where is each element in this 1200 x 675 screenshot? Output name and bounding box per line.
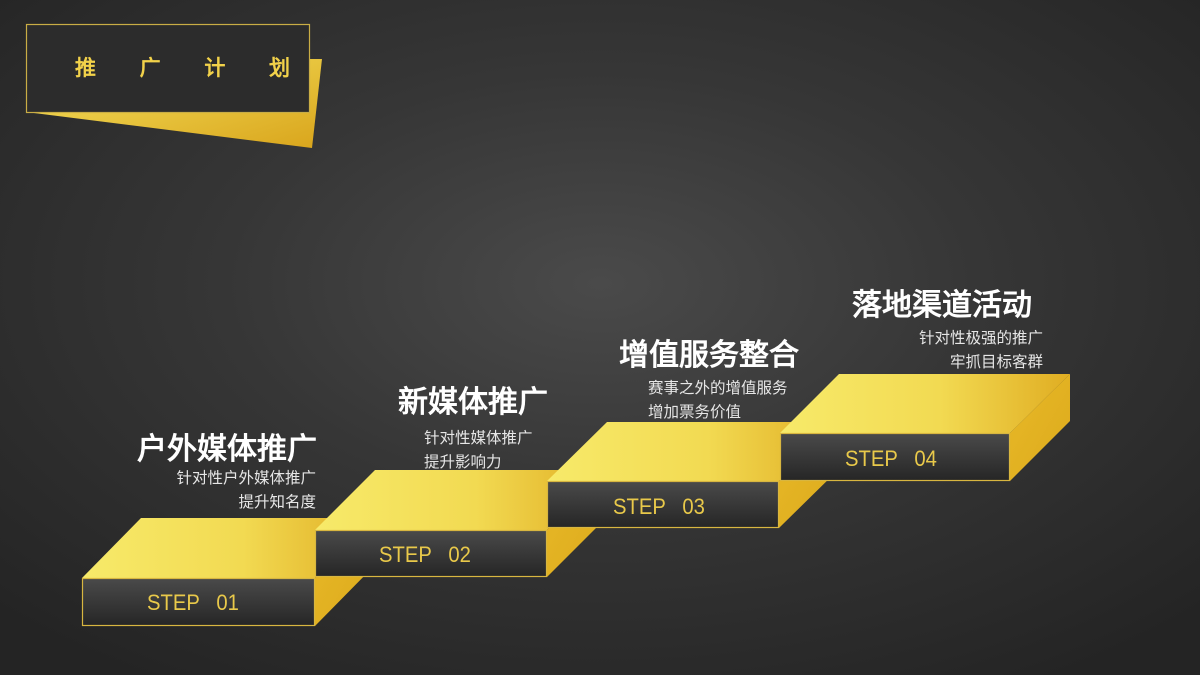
step-1-description: 针对性户外媒体推广 提升知名度: [140, 466, 316, 514]
step-2-desc-line-2: 提升影响力: [424, 453, 502, 471]
step-4-description: 针对性极强的推广 牢抓目标客群: [880, 326, 1043, 374]
step-2-desc-line-1: 针对性媒体推广: [424, 429, 533, 447]
step-4-desc-line-2: 牢抓目标客群: [949, 353, 1043, 371]
page-title: 推 广 计 划: [60, 52, 300, 82]
step-block-4: [779, 374, 1070, 482]
step-label-3: STEP 03: [613, 494, 705, 519]
step-3-description: 赛事之外的增值服务 增加票务价值: [648, 376, 788, 424]
title-char: 广: [139, 56, 161, 80]
step-3-desc-line-1: 赛事之外的增值服务: [648, 379, 788, 397]
title-char: 计: [204, 56, 226, 80]
step-3-desc-line-2: 增加票务价值: [648, 403, 742, 421]
step-2-description: 针对性媒体推广 提升影响力: [424, 426, 533, 474]
step-label-2: STEP 02: [379, 542, 471, 567]
title-char: 推: [75, 56, 96, 80]
step-4-heading: 落地渠道活动: [852, 288, 1032, 323]
step-1-heading: 户外媒体推广: [137, 432, 317, 467]
step-block-2: [314, 470, 607, 578]
step-1-desc-line-1: 针对性户外媒体推广: [176, 469, 316, 487]
step-label-4: STEP 04: [845, 446, 937, 471]
step-1-desc-line-2: 提升知名度: [238, 493, 316, 511]
step-label-1: STEP 01: [147, 590, 239, 615]
step-2-heading: 新媒体推广: [398, 385, 548, 420]
step-block-1: [81, 518, 374, 627]
title-banner: [25, 23, 322, 148]
step-3-heading: 增值服务整合: [619, 338, 799, 373]
title-char: 划: [268, 56, 290, 80]
step-4-desc-line-1: 针对性极强的推广: [918, 329, 1043, 347]
